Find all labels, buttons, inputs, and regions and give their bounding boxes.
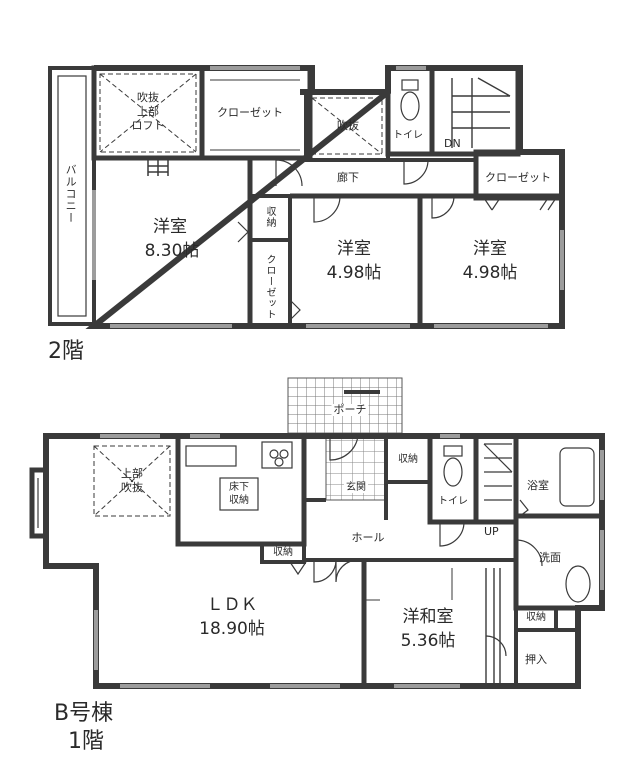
- oshiire-label: 押入: [525, 653, 547, 666]
- void-loft-label-1: 吹抜: [137, 91, 159, 104]
- stairs-up-label: UP: [484, 525, 499, 538]
- toilet-1f-label: トイレ: [438, 496, 468, 507]
- storage-kitchen-label: 収納: [273, 547, 293, 558]
- first-floor-label: 1階: [68, 729, 104, 754]
- balcony-label: バルコニー: [64, 164, 78, 224]
- second-floor-plan: [48, 65, 565, 329]
- bathroom-label: 浴室: [527, 479, 549, 492]
- western-room-3-size: 4.98帖: [462, 263, 518, 283]
- storage-2f-label: 収納: [264, 206, 275, 228]
- western-room-1-name: 洋室: [153, 217, 187, 237]
- void-1f-label-2: 吹抜: [121, 481, 143, 494]
- void-loft-label-2: 上部: [137, 105, 159, 118]
- entrance-label: 玄関: [344, 482, 368, 493]
- ldk-size: 18.90帖: [199, 619, 265, 639]
- closet-vertical-label: クローゼット: [264, 254, 275, 320]
- western-room-1-size: 8.30帖: [144, 241, 200, 261]
- hall-label: ホール: [351, 531, 385, 544]
- void-center-label: 吹抜: [337, 119, 359, 132]
- mixed-room-size: 5.36帖: [400, 631, 456, 651]
- hallway-label: 廊下: [337, 171, 359, 184]
- western-room-2-name: 洋室: [337, 239, 371, 259]
- porch-label: ポーチ: [331, 403, 369, 417]
- western-room-3-name: 洋室: [473, 239, 507, 259]
- storage-wash-label: 収納: [526, 612, 546, 623]
- storage-entrance-label: 収納: [398, 454, 418, 465]
- first-floor-plan: [29, 377, 605, 689]
- building-label: B号棟: [54, 701, 114, 726]
- toilet-2f-label: トイレ: [393, 130, 423, 141]
- ldk-name: ＬＤＫ: [206, 595, 258, 615]
- mixed-room-name: 洋和室: [402, 607, 454, 627]
- western-room-2-size: 4.98帖: [326, 263, 382, 283]
- underfloor-storage-label-1: 床下: [229, 482, 249, 493]
- closet-right-label: クローゼット: [485, 171, 551, 184]
- closet-top-label: クローゼット: [217, 106, 283, 119]
- washroom-label: 洗面: [539, 551, 561, 564]
- void-1f-label-1: 上部: [121, 467, 143, 480]
- underfloor-storage-label-2: 収納: [229, 495, 249, 506]
- void-loft-label-3: ロフト: [131, 119, 165, 132]
- second-floor-label: 2階: [48, 339, 84, 364]
- stairs-dn-label: DN: [444, 137, 461, 150]
